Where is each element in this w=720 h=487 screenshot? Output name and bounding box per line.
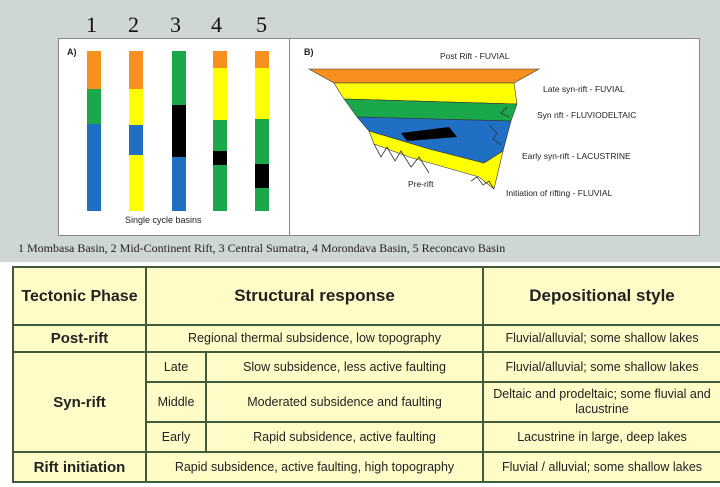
figure-caption: 1 Mombasa Basin, 2 Mid-Continent Rift, 3…	[18, 241, 506, 255]
stage-cell: Late	[145, 351, 207, 383]
column-number-5: 5	[256, 12, 267, 37]
structural-cell: Moderated subsidence and faulting	[204, 381, 485, 423]
header-tectonic-phase: Tectonic Phase	[12, 266, 147, 326]
panel-a-label: A)	[67, 47, 77, 57]
stage-cell: Early	[145, 421, 207, 453]
depositional-cell: Fluvial / alluvial; some shallow lakes	[482, 451, 720, 483]
table-row: Rift initiation Rapid subsidence, active…	[12, 451, 720, 483]
phase-cell: Syn-rift	[12, 351, 147, 453]
table-row: Post-rift Regional thermal subsidence, l…	[12, 324, 720, 353]
label-post-rift: Post Rift - FUVIAL	[440, 51, 510, 61]
table-row: Syn-rift Late Slow subsidence, less acti…	[12, 351, 720, 453]
table-row: Early Rapid subsidence, active faulting …	[13, 421, 720, 453]
panel-divider	[289, 39, 290, 235]
column-number-1: 1	[86, 12, 97, 37]
basin-column-2	[129, 51, 143, 211]
figure-area: 1 2 3 4 5 A) B)	[0, 0, 720, 262]
basin-figure: A) B)	[58, 38, 700, 236]
column-number-4: 4	[211, 12, 222, 37]
label-late-syn-rift: Late syn-rift - FUVIAL	[543, 84, 625, 94]
phase-cell: Post-rift	[12, 324, 147, 353]
header-structural-response: Structural response	[144, 266, 485, 326]
basin-column-4	[213, 51, 227, 211]
depositional-cell: Fluvial/alluvial; some shallow lakes	[482, 351, 720, 383]
depositional-cell: Deltaic and prodeltaic; some fluvial and…	[482, 381, 720, 423]
panel-a-caption: Single cycle basins	[125, 215, 202, 225]
structural-cell: Slow subsidence, less active faulting	[204, 351, 485, 383]
table-row: Middle Moderated subsidence and faulting…	[13, 381, 720, 423]
source-rock-lens	[401, 127, 457, 141]
label-early-syn-rift: Early syn-rift - LACUSTRINE	[522, 151, 631, 161]
basin-column-1	[87, 51, 101, 211]
label-initiation: Initiation of rifting - FLUVIAL	[506, 188, 613, 198]
column-number-3: 3	[170, 12, 181, 37]
label-pre-rift: Pre-rift	[408, 179, 434, 189]
header-depositional-style: Depositional style	[482, 266, 720, 326]
panel-b-label: B)	[304, 47, 314, 57]
rift-phase-table: Tectonic Phase Structural response Depos…	[12, 266, 720, 483]
structural-cell: Rapid subsidence, active faulting, high …	[144, 451, 485, 483]
rift-cross-section	[307, 68, 541, 190]
table-header-row: Tectonic Phase Structural response Depos…	[12, 266, 720, 326]
structural-cell: Regional thermal subsidence, low topogra…	[144, 324, 485, 353]
structural-cell: Rapid subsidence, active faulting	[204, 421, 485, 453]
fault-teeth	[373, 143, 430, 174]
basin-column-5	[255, 51, 269, 211]
stage-cell: Middle	[145, 381, 207, 423]
phase-cell: Rift initiation	[12, 451, 147, 483]
basin-column-3	[172, 51, 186, 211]
post-rift-layer	[307, 68, 541, 84]
label-syn-rift: Syn rift - FLUVIODELTAIC	[537, 110, 637, 120]
column-number-2: 2	[128, 12, 139, 37]
depositional-cell: Lacustrine in large, deep lakes	[482, 421, 720, 453]
depositional-cell: Fluvial/alluvial; some shallow lakes	[482, 324, 720, 353]
